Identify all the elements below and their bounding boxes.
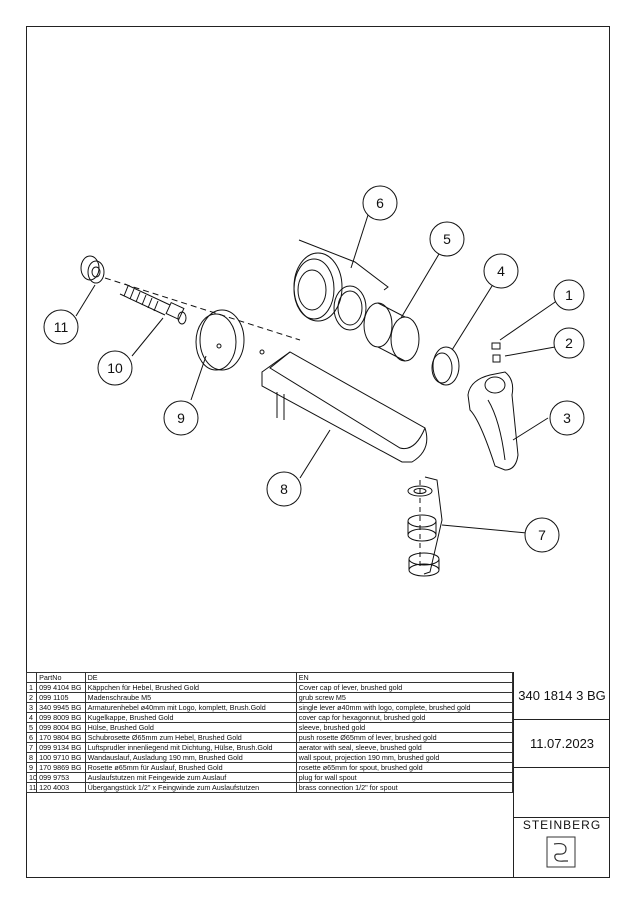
callout-2-label: 2 [565, 335, 573, 351]
row-partno: 340 9945 BG [36, 702, 86, 713]
row-partno: 099 9134 BG [36, 742, 86, 753]
callout-6 [362, 185, 398, 221]
header-nr [25, 672, 38, 683]
header-partno: PartNo [36, 672, 86, 683]
steinberg-logo-icon [546, 836, 576, 868]
row-de: Schubrosette Ø65mm zum Hebel, Brushed Go… [84, 732, 297, 743]
row-de: Luftsprudler innenliegend mit Dichtung, … [84, 742, 297, 753]
table-row: 10 099 9753 Auslaufstutzen mit Feingewid… [25, 772, 514, 783]
callout-4-label: 4 [497, 263, 505, 279]
drawing-date: 11.07.2023 [514, 720, 610, 768]
parts-list-header: PartNo DE EN [25, 672, 514, 683]
row-en: cover cap for hexagonnut, brushed gold [295, 712, 514, 723]
row-en: rosette ø65mm for spout, brushed gold [295, 762, 514, 773]
row-de: Kugelkappe, Brushed Gold [84, 712, 297, 723]
row-nr: 5 [25, 722, 38, 733]
table-row: 7 099 9134 BG Luftsprudler innenliegend … [25, 742, 514, 753]
table-row: 2 099 1105 Madenschraube M5 grub screw M… [25, 692, 514, 703]
parts-list-table: PartNo DE EN 1 099 4104 BG Käppchen für … [25, 672, 514, 793]
callout-6-label: 6 [376, 195, 384, 211]
table-row: 5 099 8004 BG Hülse, Brushed Gold sleeve… [25, 722, 514, 733]
row-en: push rosette Ø65mm of lever, brushed gol… [295, 732, 514, 743]
callout-11-label: 11 [54, 319, 69, 335]
drawing-sheet-border [26, 26, 610, 878]
callout-1 [553, 279, 585, 311]
table-row: 9 170 9869 BG Rosette ø65mm für Auslauf,… [25, 762, 514, 773]
row-nr: 8 [25, 752, 38, 763]
row-de: Übergangstück 1/2" x Feingwinde zum Ausl… [84, 782, 297, 793]
row-de: Wandauslauf, Ausladung 190 mm, Brushed G… [84, 752, 297, 763]
table-row: 3 340 9945 BG Armaturenhebel ø40mm mit L… [25, 702, 514, 713]
row-nr: 4 [25, 712, 38, 723]
row-partno: 099 9753 [36, 772, 86, 783]
callout-3 [549, 400, 585, 436]
row-de: Hülse, Brushed Gold [84, 722, 297, 733]
row-de: Auslaufstutzen mit Feingewide zum Auslau… [84, 772, 297, 783]
row-en: plug for wall spout [295, 772, 514, 783]
callout-10-label: 10 [107, 360, 123, 376]
row-nr: 1 [25, 682, 38, 693]
table-row: 11 120 4003 Übergangstück 1/2" x Feingwi… [25, 782, 514, 793]
row-en: single lever ø40mm with logo, complete, … [295, 702, 514, 713]
table-row: 6 170 9804 BG Schubrosette Ø65mm zum Heb… [25, 732, 514, 743]
article-number: 340 1814 3 BG [514, 672, 610, 720]
brand-name: STEINBERG [522, 818, 602, 832]
row-partno: 170 9869 BG [36, 762, 86, 773]
row-en: brass connection 1/2" for spout [295, 782, 514, 793]
callout-8 [266, 471, 302, 507]
callout-9-label: 9 [177, 410, 185, 426]
title-block: 340 1814 3 BG 11.07.2023 STEINBERG [513, 672, 610, 878]
callout-11 [43, 309, 79, 345]
row-en: aerator with seal, sleeve, brushed gold [295, 742, 514, 753]
table-row: 4 099 8009 BG Kugelkappe, Brushed Gold c… [25, 712, 514, 723]
callout-8-label: 8 [280, 481, 288, 497]
callout-5-label: 5 [443, 231, 451, 247]
callout-1-label: 1 [565, 287, 573, 303]
callout-10 [97, 350, 133, 386]
table-row: 1 099 4104 BG Käppchen für Hebel, Brushe… [25, 682, 514, 693]
exploded-view-drawing: 1 2 3 4 5 6 7 8 9 10 11 [43, 185, 585, 577]
title-block-spacer [514, 768, 610, 818]
row-partno: 100 9710 BG [36, 752, 86, 763]
row-en: grub screw M5 [295, 692, 514, 703]
row-nr: 3 [25, 702, 38, 713]
callout-2 [553, 327, 585, 359]
callout-5 [429, 221, 465, 257]
row-de: Armaturenhebel ø40mm mit Logo, komplett,… [84, 702, 297, 713]
row-partno: 170 9804 BG [36, 732, 86, 743]
row-partno: 099 1105 [36, 692, 86, 703]
table-row: 8 100 9710 BG Wandauslauf, Ausladung 190… [25, 752, 514, 763]
row-nr: 6 [25, 732, 38, 743]
callout-3-label: 3 [563, 410, 571, 426]
callout-4 [483, 253, 519, 289]
row-partno: 099 8009 BG [36, 712, 86, 723]
row-nr: 2 [25, 692, 38, 703]
row-en: Cover cap of lever, brushed gold [295, 682, 514, 693]
row-en: sleeve, brushed gold [295, 722, 514, 733]
header-en: EN [295, 672, 514, 683]
row-nr: 7 [25, 742, 38, 753]
row-nr: 11 [25, 782, 38, 793]
header-de: DE [84, 672, 297, 683]
row-de: Käppchen für Hebel, Brushed Gold [84, 682, 297, 693]
row-nr: 10 [25, 772, 38, 783]
callout-9 [163, 400, 199, 436]
callout-7-label: 7 [538, 527, 546, 543]
row-de: Madenschraube M5 [84, 692, 297, 703]
row-en: wall spout, projection 190 mm, brushed g… [295, 752, 514, 763]
row-partno: 120 4003 [36, 782, 86, 793]
row-nr: 9 [25, 762, 38, 773]
row-de: Rosette ø65mm für Auslauf, Brushed Gold [84, 762, 297, 773]
callout-7 [524, 517, 560, 553]
row-partno: 099 4104 BG [36, 682, 86, 693]
row-partno: 099 8004 BG [36, 722, 86, 733]
